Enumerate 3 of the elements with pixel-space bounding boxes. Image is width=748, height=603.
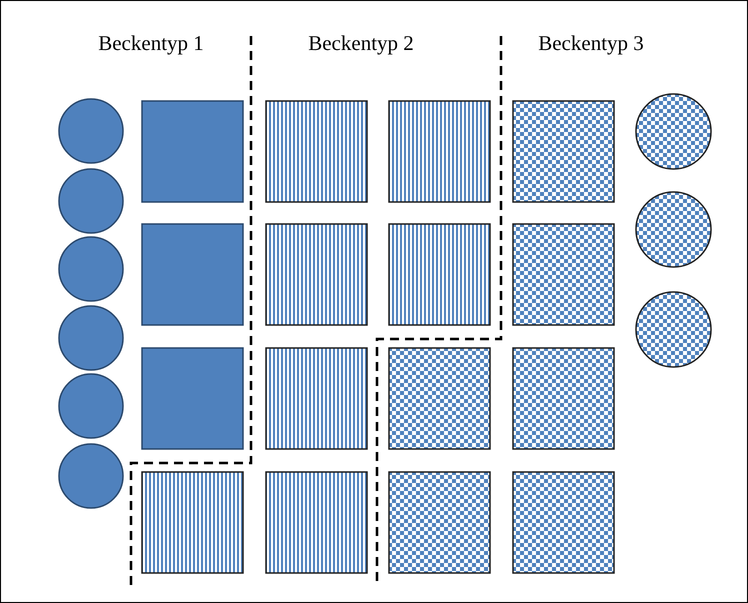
group-heading: Beckentyp 3 — [537, 31, 645, 56]
group-heading: Beckentyp 1 — [97, 31, 205, 56]
group-heading: Beckentyp 2 — [307, 31, 415, 56]
